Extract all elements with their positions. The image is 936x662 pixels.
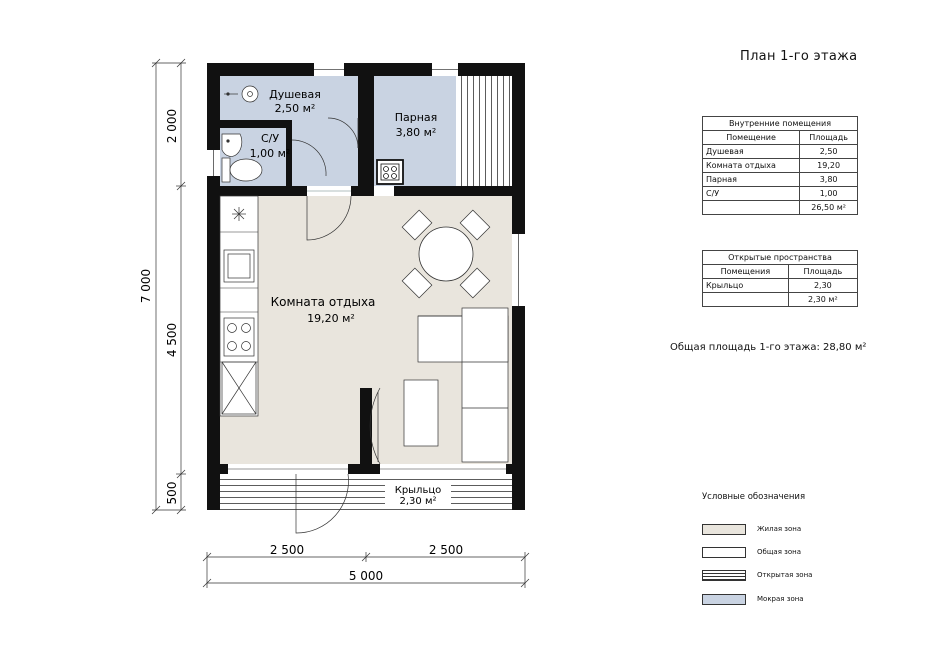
indoor-row-area: 19,20 [799, 158, 858, 173]
legend-label-open: Открытая зона [757, 571, 813, 579]
outdoor-col-area: Площадь [787, 264, 859, 279]
room-area-shower: 2,50 м² [275, 102, 316, 115]
outdoor-total-empty [702, 292, 789, 307]
indoor-row-name: С/У [701, 186, 801, 201]
room-area-lounge: 19,20 м² [307, 312, 355, 325]
room-name-wc: С/У [261, 132, 279, 145]
door-swing-shower [327, 117, 359, 149]
room-area-sauna: 3,80 м² [396, 126, 437, 139]
wall-wc-top [220, 120, 292, 128]
room-name-sauna: Парная [395, 111, 438, 124]
window-wc [207, 150, 220, 176]
shower-fixture [224, 85, 259, 103]
indoor-row-name: Душевая [701, 144, 801, 159]
door-opening-sauna [374, 186, 394, 196]
wall-wc-right [286, 128, 292, 150]
window-lounge-right [512, 234, 525, 306]
outdoor-total: 2,30 м² [787, 292, 859, 307]
door-swing-wc [291, 139, 327, 177]
dim-overall-width: 5 000 [349, 569, 383, 583]
outdoor-row-name: Крыльцо [702, 278, 789, 293]
fridge-icon [232, 207, 246, 221]
plan-title: План 1-го этажа [740, 49, 858, 64]
sauna-bench [456, 76, 512, 186]
room-name-porch: Крыльцо [395, 485, 442, 496]
outdoor-spaces-table: Открытые пространства Помещения Площадь … [702, 250, 859, 307]
kitchen-counter [219, 195, 259, 417]
dining-set [401, 209, 491, 299]
coffee-table [403, 379, 439, 447]
indoor-row-name: Комната отдыха [701, 158, 801, 173]
indoor-col-area: Площадь [799, 130, 858, 145]
wall-mid-horizontal [220, 186, 512, 196]
legend-swatch-living [702, 524, 746, 535]
cooktop [223, 317, 255, 357]
indoor-rooms-table: Внутренние помещения Помещение Площадь Д… [701, 116, 858, 215]
indoor-row-area: 1,00 [799, 186, 858, 201]
outdoor-table-caption: Открытые пространства [702, 250, 858, 265]
legend-label-common: Общая зона [757, 548, 802, 556]
indoor-table-caption: Внутренние помещения [702, 116, 858, 131]
toilet-fixture [221, 157, 263, 183]
indoor-total: 26,50 м² [799, 200, 858, 215]
legend-swatch-wet [702, 594, 746, 605]
legend-label-wet: Мокрая зона [757, 595, 804, 603]
dimension-vertical [151, 58, 186, 515]
dimension-horizontal [202, 552, 530, 588]
sink-fixture [221, 133, 243, 157]
indoor-col-room: Помещение [701, 130, 801, 145]
shower-room-lower [292, 120, 358, 186]
sauna-stove [376, 159, 404, 185]
total-area: Общая площадь 1-го этажа: 28,80 м² [670, 342, 867, 353]
oven [221, 361, 257, 415]
legend-label-living: Жилая зона [757, 525, 802, 533]
room-name-shower: Душевая [269, 88, 321, 101]
dim-overall-height: 7 000 [139, 269, 153, 303]
legend-swatch-open [702, 570, 746, 581]
indoor-total-empty [701, 200, 801, 215]
room-area-wc: 1,00 м² [250, 147, 291, 160]
wall-lounge-porch [220, 464, 512, 474]
door-swing-lounge [306, 195, 352, 241]
dim-segment-top: 2 000 [165, 109, 179, 143]
porch-area [220, 474, 512, 510]
window-top-right [432, 63, 458, 76]
sink-kitchen [223, 249, 255, 283]
room-name-lounge: Комната отдыха [271, 295, 376, 309]
door-swing-porch [369, 387, 381, 465]
indoor-row-area: 3,80 [799, 172, 858, 187]
dim-width-right: 2 500 [429, 543, 463, 557]
outdoor-row-area: 2,30 [787, 278, 859, 293]
dim-segment-middle: 4 500 [165, 323, 179, 357]
dim-width-left: 2 500 [270, 543, 304, 557]
legend-title: Условные обозначения [702, 492, 806, 502]
outdoor-col-room: Помещения [702, 264, 789, 279]
legend-swatch-common [702, 547, 746, 558]
room-area-porch: 2,30 м² [400, 496, 437, 507]
wall-porch-partition [360, 388, 372, 468]
window-top-left [314, 63, 344, 76]
dim-segment-bottom: 500 [165, 482, 179, 505]
indoor-row-name: Парная [701, 172, 801, 187]
sofa [417, 307, 509, 463]
wall-shower-sauna [358, 76, 374, 136]
door-swing-entry [295, 473, 349, 534]
indoor-row-area: 2,50 [799, 144, 858, 159]
porch-label [385, 483, 451, 505]
